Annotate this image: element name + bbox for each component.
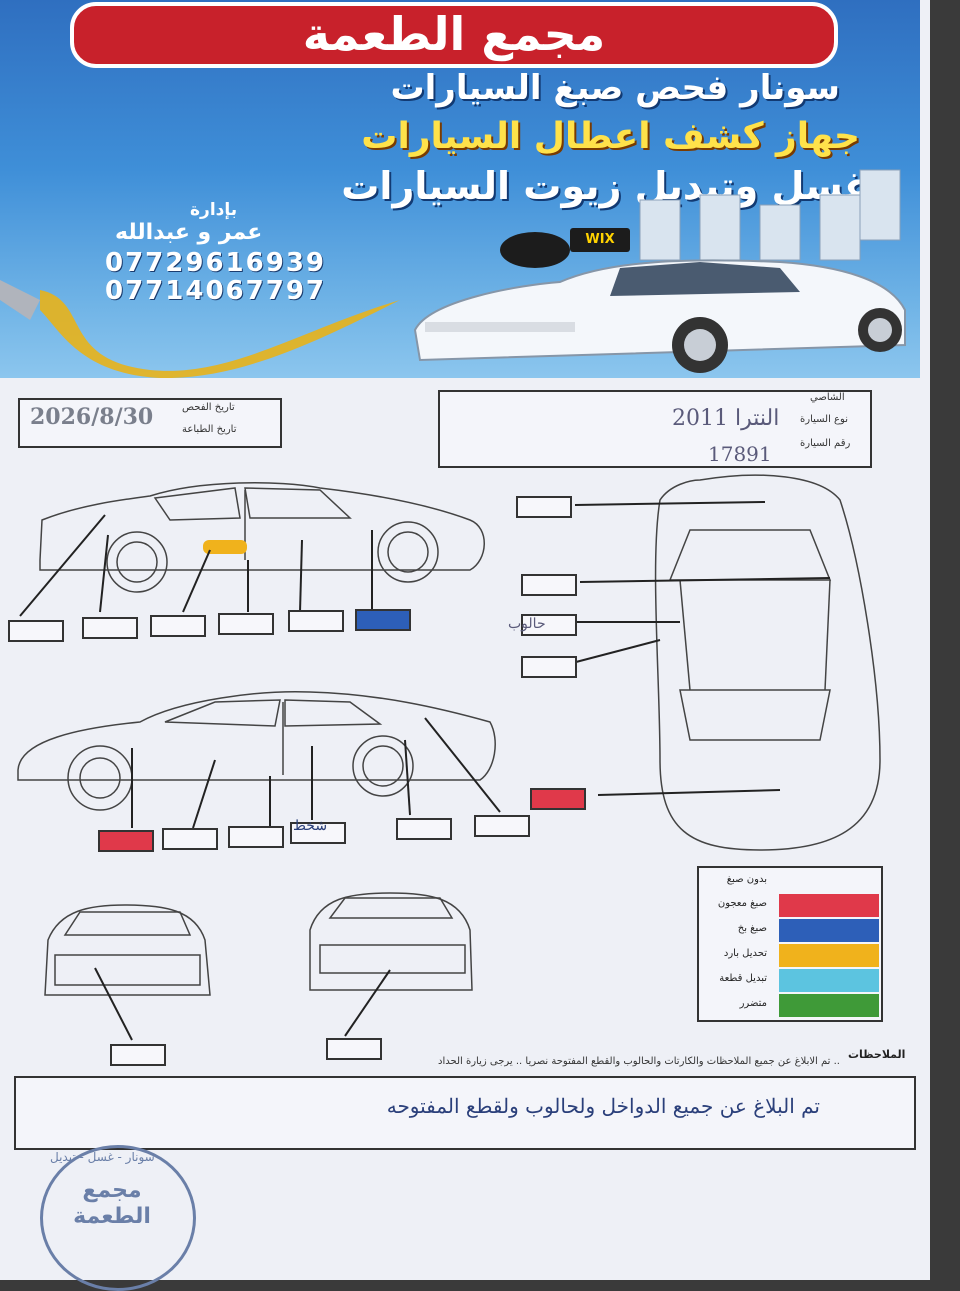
date-box	[18, 398, 282, 448]
legend-row: متضرر	[699, 994, 881, 1019]
legend-row: صبغ معجون	[699, 894, 881, 919]
print-date-label: تاريخ الطباعة	[182, 424, 237, 435]
cold-repair-mark	[203, 540, 247, 554]
banner-artwork	[0, 169, 906, 378]
management-label: بإدارة	[190, 200, 238, 220]
stamp-text: مجمع الطعمة	[73, 1178, 151, 1229]
legend-row: تبديل قطعة	[699, 969, 881, 994]
inspection-date-value: 2026/8/30	[30, 404, 154, 430]
car-side-view-right-icon	[39, 482, 485, 593]
marker-box	[8, 620, 64, 642]
marker-box-spray-paint	[355, 609, 411, 631]
oil-splash-icon	[40, 290, 400, 378]
service-oil-change: غسل وتبديل زيوت السيارات	[341, 164, 870, 208]
marker-box	[474, 815, 530, 837]
car-number-value: 17891	[708, 442, 772, 466]
legend-row: بدون صبغ	[699, 870, 881, 895]
oil-bottle-icon	[0, 280, 40, 320]
inspection-sheet: مجمع الطعمة سونار فحص صبغ السيارات جهاز …	[0, 0, 930, 1291]
paint-legend: بدون صبغ صبغ معجون صبغ بخ تحديل بارد تبد…	[697, 866, 883, 1022]
car-rear-view-icon	[309, 892, 473, 991]
vehicle-info-box	[438, 390, 872, 468]
marker-box	[326, 1038, 382, 1060]
legend-row: تحديل بارد	[699, 944, 881, 969]
halloub-note: حالوب	[508, 616, 546, 632]
phone-number-2: 07714067797	[105, 276, 326, 306]
legend-swatch	[779, 994, 879, 1017]
marker-box	[150, 615, 206, 637]
marker-box	[521, 614, 577, 636]
service-sonar: سونار فحص صبغ السيارات	[390, 68, 840, 108]
legend-swatch	[779, 894, 879, 917]
legend-row: صبغ بخ	[699, 919, 881, 944]
marker-box-putty-paint	[98, 830, 154, 852]
car-number-label: رقم السيارة	[800, 438, 851, 449]
owner-names: عمر و عبدالله	[115, 220, 263, 245]
marker-box	[110, 1044, 166, 1066]
car-type-label: نوع السيارة	[800, 414, 848, 425]
marker-box	[82, 617, 138, 639]
legend-swatch	[779, 944, 879, 967]
marker-box	[162, 828, 218, 850]
handwritten-note: تم البلاغ عن جميع الدواخل ولحالوب ولقطع …	[386, 1094, 820, 1118]
stamp-ring-text: سونار - غسل - تبديل	[50, 1150, 155, 1164]
legend-label: تبديل قطعة	[719, 973, 767, 984]
oil-filter-icon	[500, 232, 570, 268]
car-top-view-icon	[654, 474, 881, 851]
legend-swatch	[779, 919, 879, 942]
legend-label: تحديل بارد	[723, 948, 767, 959]
marker-box	[396, 818, 452, 840]
legend-label: بدون صبغ	[726, 874, 767, 885]
phone-number-1: 07729616939	[105, 248, 326, 278]
notes-label: الملاحظات	[848, 1048, 906, 1061]
car-type-value: النترا 2011	[672, 406, 780, 431]
marker-box	[228, 826, 284, 848]
business-name: مجمع الطعمة	[70, 2, 838, 68]
car-side-view-left-icon	[17, 691, 496, 811]
oil-cans-icon	[639, 169, 901, 261]
legend-swatch	[779, 969, 879, 992]
legend-label: صبغ معجون	[717, 898, 767, 909]
legend-label: صبغ بخ	[737, 923, 767, 934]
car-front-view-icon	[44, 904, 211, 996]
legend-label: متضرر	[739, 998, 767, 1009]
marker-box	[218, 613, 274, 635]
marker-box	[288, 610, 344, 632]
marker-box-putty-paint	[530, 788, 586, 810]
legend-swatch	[779, 870, 879, 893]
header-banner: مجمع الطعمة سونار فحص صبغ السيارات جهاز …	[0, 0, 920, 378]
printed-note: تم الابلاغ عن جميع الملاحظات والكارتات و…	[438, 1056, 840, 1067]
marker-box	[290, 822, 346, 844]
service-diagnostics: جهاز كشف اعطال السيارات	[361, 116, 860, 157]
wix-filter-logo: WIX	[570, 228, 630, 252]
marker-box	[521, 656, 577, 678]
chassis-label: الشاصي	[810, 392, 845, 403]
marker-box	[521, 574, 577, 596]
inspection-date-label: تاريخ الفحص	[182, 402, 235, 413]
notes-box	[14, 1076, 916, 1150]
white-car-icon	[413, 259, 906, 373]
marker-box	[516, 496, 572, 518]
scratch-note: شخط	[293, 818, 328, 834]
